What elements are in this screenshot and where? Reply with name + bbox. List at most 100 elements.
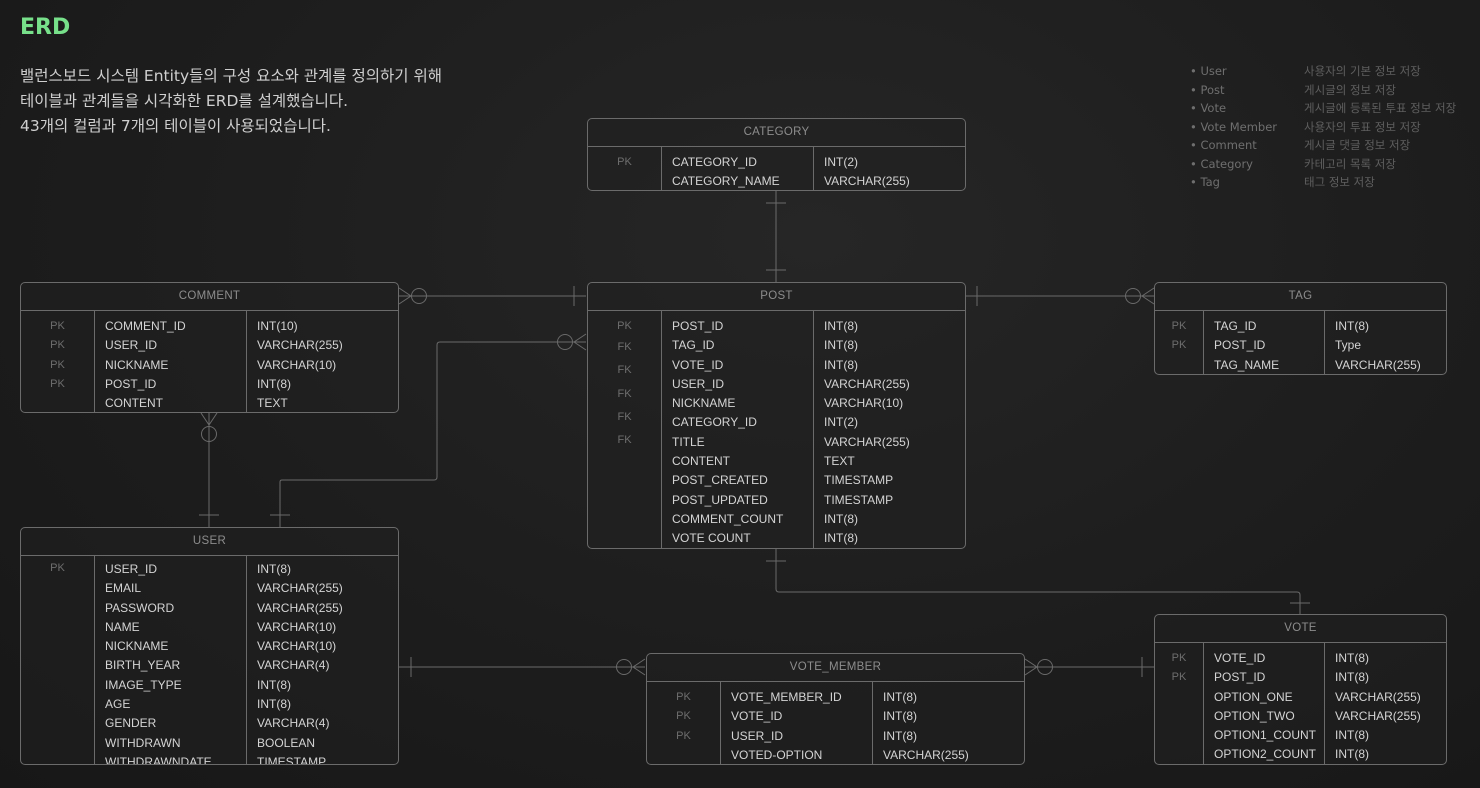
- legend-name: Comment: [1190, 136, 1304, 155]
- column-name: POST_ID: [672, 319, 724, 333]
- column-type: INT(8): [824, 357, 858, 372]
- column-types: INT(8) VARCHAR(255) VARCHAR(255) VARCHAR…: [247, 556, 343, 764]
- key-cell: PK: [1171, 320, 1187, 332]
- column-name: EMAIL: [105, 581, 142, 596]
- description-line: 테이블과 관계들을 시각화한 ERD를 설계했습니다.: [20, 92, 349, 110]
- column-type: VARCHAR(255): [1335, 689, 1421, 704]
- key-cell: [588, 172, 661, 190]
- key-cell: [1155, 356, 1203, 374]
- column-name: WITHDRAWN: [105, 735, 181, 750]
- crowfoot-mark: [573, 333, 587, 351]
- column-name: CONTENT: [672, 454, 730, 469]
- column-name: CATEGORY_NAME: [672, 174, 780, 189]
- key-cell: PK: [1171, 339, 1187, 352]
- column-names: POST_ID TAG_ID VOTE_ID USER_ID NICKNAME …: [662, 311, 814, 548]
- column-name: POST_CREATED: [672, 473, 768, 488]
- key-cell: PK: [50, 320, 65, 332]
- key-cell: [1155, 745, 1203, 764]
- key-cell: [647, 746, 720, 764]
- column-type: VARCHAR(4): [257, 716, 330, 731]
- column-name: POST_ID: [1214, 670, 1266, 685]
- key-cell: [21, 675, 94, 694]
- key-column: PK PK PK: [647, 682, 721, 764]
- entity-user: USER PK USER_ID EMAIL PASSWORD NAME NICK…: [20, 527, 399, 765]
- column-names: CATEGORY_ID CATEGORY_NAME: [662, 147, 814, 190]
- column-types: INT(8) INT(8) INT(8) VARCHAR(255) VARCHA…: [814, 311, 910, 548]
- key-cell: PK: [50, 562, 65, 574]
- column-name: NAME: [105, 619, 140, 634]
- column-type: INT(8): [883, 690, 917, 704]
- column-type: INT(2): [824, 415, 858, 430]
- key-cell: [21, 752, 94, 764]
- key-cell: [588, 472, 661, 491]
- key-cell: [21, 733, 94, 752]
- key-cell: [1155, 707, 1203, 726]
- column-name: VOTE COUNT: [672, 531, 751, 546]
- column-type: INT(2): [824, 155, 858, 169]
- column-name: IMAGE_TYPE: [105, 677, 182, 692]
- column-name: CATEGORY_ID: [672, 415, 757, 430]
- key-cell: [588, 491, 661, 510]
- erd-description: 밸런스보드 시스템 Entity들의 구성 요소와 관계를 정의하기 위해 테이…: [20, 64, 540, 139]
- page-title: ERD: [20, 15, 71, 40]
- legend-name: Category: [1190, 155, 1304, 174]
- column-name: COMMENT_ID: [105, 319, 186, 333]
- column-type: INT(8): [257, 376, 291, 391]
- key-cell: FK: [617, 364, 632, 377]
- key-cell: FK: [617, 387, 632, 400]
- column-name: USER_ID: [731, 728, 784, 743]
- entity-vote-member: VOTE_MEMBER PK PK PK VOTE_MEMBER_ID VOTE…: [646, 653, 1025, 765]
- column-type: INT(8): [1335, 670, 1369, 685]
- key-cell: PK: [676, 691, 691, 703]
- column-type: VARCHAR(10): [257, 357, 337, 372]
- column-type: INT(8): [824, 531, 858, 546]
- column-type: TEXT: [257, 396, 288, 411]
- column-type: INT(8): [257, 562, 291, 576]
- column-name: NICKNAME: [105, 639, 169, 654]
- column-name: VOTE_ID: [672, 357, 724, 372]
- legend-name: Vote: [1190, 99, 1304, 118]
- column-type: VARCHAR(255): [1335, 708, 1421, 723]
- column-name: POST_ID: [1214, 338, 1266, 353]
- column-type: INT(8): [824, 319, 858, 333]
- column-name: GENDER: [105, 716, 157, 731]
- crowfoot-mark: [200, 412, 218, 426]
- column-name: POST_ID: [105, 376, 157, 391]
- column-type: Type: [1335, 338, 1362, 353]
- entity-title: USER: [21, 528, 398, 556]
- key-cell: [588, 452, 661, 471]
- column-type: INT(8): [1335, 651, 1369, 665]
- zero-mark: [411, 288, 427, 304]
- entity-tag: TAG PK PK TAG_ID POST_ID TAG_NAME INT(8)…: [1154, 282, 1447, 375]
- zero-mark: [557, 334, 573, 350]
- key-cell: [21, 578, 94, 597]
- legend-name: Post: [1190, 81, 1304, 100]
- key-cell: PK: [1171, 652, 1187, 664]
- column-type: VARCHAR(255): [883, 747, 969, 762]
- column-type: INT(8): [1335, 747, 1369, 762]
- column-name: VOTED-OPTION: [731, 747, 823, 762]
- key-cell: [1155, 726, 1203, 745]
- column-type: TIMESTAMP: [824, 492, 894, 507]
- column-names: TAG_ID POST_ID TAG_NAME: [1204, 311, 1325, 374]
- key-column: PK PK PK PK: [21, 311, 95, 412]
- column-types: INT(10) VARCHAR(255) VARCHAR(10) INT(8) …: [247, 311, 343, 412]
- zero-mark: [1037, 659, 1053, 675]
- column-name: TAG_ID: [1214, 319, 1257, 333]
- key-cell: [21, 617, 94, 636]
- description-line: 43개의 컬럼과 7개의 테이블이 사용되었습니다.: [20, 117, 331, 135]
- column-name: USER_ID: [105, 338, 158, 353]
- legend-desc: 사용자의 기본 정보 저장: [1304, 64, 1421, 78]
- column-name: PASSWORD: [105, 600, 175, 615]
- entity-title: POST: [588, 283, 965, 311]
- column-types: INT(8) INT(8) VARCHAR(255) VARCHAR(255) …: [1325, 643, 1421, 764]
- legend-name: User: [1190, 62, 1304, 81]
- key-cell: PK: [50, 339, 65, 352]
- legend-desc: 게시글 댓글 정보 저장: [1304, 138, 1411, 152]
- column-type: INT(8): [883, 728, 917, 743]
- column-names: VOTE_ID POST_ID OPTION_ONE OPTION_TWO OP…: [1204, 643, 1325, 764]
